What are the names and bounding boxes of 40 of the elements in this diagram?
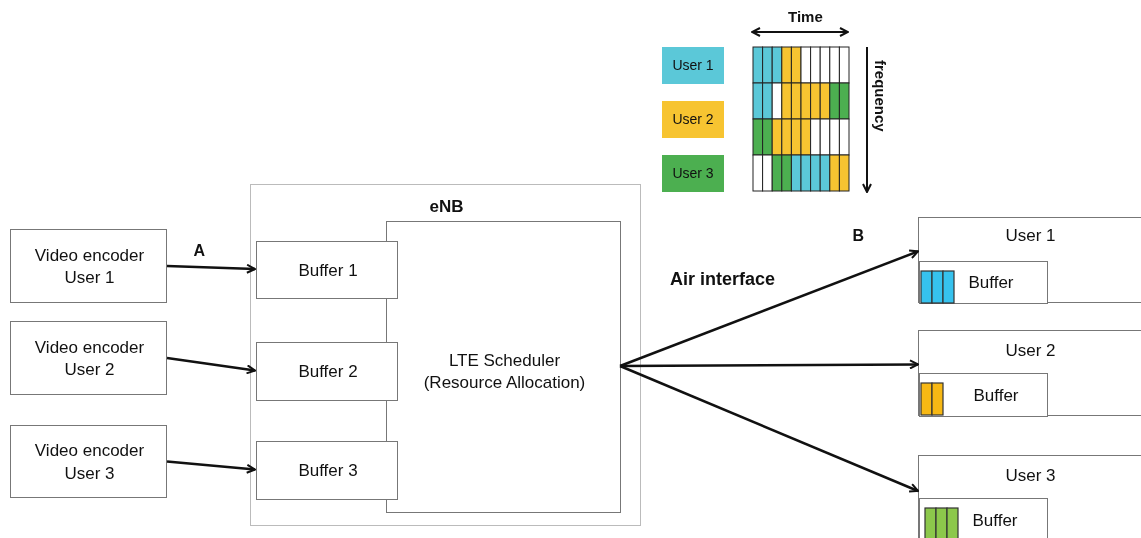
box-text: User 2 <box>1004 339 1057 362</box>
arrow <box>166 460 256 474</box>
process-box <box>10 425 167 498</box>
legend-text: User 1 <box>671 56 715 76</box>
box-text: Buffer 3 <box>297 460 359 483</box>
heading: eNB <box>428 195 465 218</box>
box-text: LTE Scheduler (Resource Allocation) <box>422 349 587 394</box>
axis-label: frequency <box>872 60 889 132</box>
process-box <box>386 221 621 513</box>
process-box <box>918 217 1141 303</box>
buffer-box <box>919 261 1048 304</box>
label: Time <box>788 8 823 25</box>
box-text: Buffer 1 <box>297 259 359 282</box>
box-text: User 1 <box>1004 224 1057 247</box>
process-box <box>10 229 167 303</box>
arrow <box>166 263 256 274</box>
box-text: Video encoder User 1 <box>33 244 146 289</box>
buffer-box <box>919 373 1048 417</box>
legend-text: User 3 <box>671 164 715 184</box>
legend-text: User 2 <box>671 110 715 130</box>
process-box <box>918 455 1141 538</box>
buffer-box <box>919 498 1048 538</box>
box-text: User 3 <box>1004 464 1057 487</box>
process-box <box>256 441 398 500</box>
box-text: Video encoder User 2 <box>33 336 146 381</box>
process-box <box>10 321 167 395</box>
label: Air interface <box>670 269 776 290</box>
box-text: Buffer <box>972 384 1020 407</box>
process-box <box>918 330 1141 416</box>
box-text: Video encoder User 3 <box>33 440 146 485</box>
box-text: Buffer <box>971 510 1019 533</box>
arrow <box>166 356 256 375</box>
arrow <box>619 249 919 368</box>
arrow <box>620 359 919 370</box>
process-box <box>256 241 398 299</box>
process-box <box>256 342 398 401</box>
box-text: Buffer <box>967 272 1015 295</box>
arrow <box>619 364 919 493</box>
enb-container <box>250 184 641 526</box>
box-text: Buffer 2 <box>297 361 359 384</box>
